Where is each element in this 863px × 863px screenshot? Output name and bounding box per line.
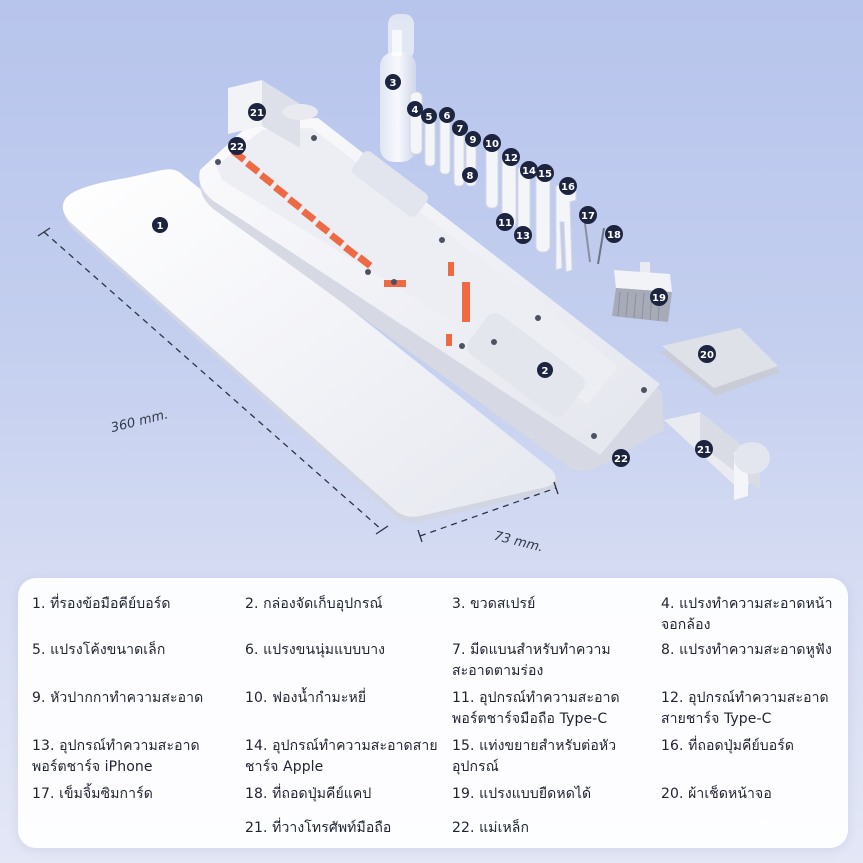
legend-item-11: 11. อุปกรณ์ทำความสะอาดพอร์ตชาร์จมือถือ T… bbox=[452, 690, 620, 727]
badge-19: 19 bbox=[650, 288, 668, 306]
phone-stand-top bbox=[228, 80, 318, 148]
svg-text:2: 2 bbox=[542, 366, 549, 377]
phone-stand-bottom bbox=[664, 412, 770, 500]
legend-item-8: 8. แปรงทำความสะอาดหูฟัง bbox=[661, 642, 832, 658]
legend-item-17: 17. เข็มจิ้มซิมการ์ด bbox=[32, 786, 153, 802]
badge-10: 10 bbox=[483, 134, 501, 152]
svg-text:1: 1 bbox=[157, 221, 164, 232]
legend-item-16: 16. ที่ถอดปุ่มคีย์บอร์ด bbox=[661, 738, 795, 754]
badge-18: 18 bbox=[605, 225, 623, 243]
svg-text:11: 11 bbox=[498, 218, 512, 229]
svg-text:8: 8 bbox=[467, 171, 474, 182]
legend-item-7: 7. มีดแบนสำหรับทำความสะอาดตามร่อง bbox=[452, 642, 611, 679]
width-dimension-label: 73 mm. bbox=[492, 529, 544, 556]
legend-panel: 1. ที่รองข้อมือคีย์บอร์ด 2. กล่องจัดเก็บ… bbox=[18, 578, 848, 848]
svg-text:13: 13 bbox=[516, 231, 530, 242]
legend-item-20: 20. ผ้าเช็ดหน้าจอ bbox=[661, 786, 772, 802]
legend-item-15: 15. แท่งขยายสำหรับต่อหัวอุปกรณ์ bbox=[452, 738, 617, 775]
wrist-rest bbox=[62, 169, 559, 523]
legend-item-22: 22. แม่เหล็ก bbox=[452, 820, 530, 836]
svg-text:5: 5 bbox=[426, 112, 433, 123]
badge-16: 16 bbox=[559, 177, 577, 195]
badge-20: 20 bbox=[698, 345, 716, 363]
legend-item-5: 5. แปรงโค้งขนาดเล็ก bbox=[32, 642, 166, 658]
svg-text:10: 10 bbox=[485, 139, 499, 150]
dimension-lines bbox=[37, 227, 559, 543]
cleaning-cloth bbox=[660, 328, 780, 396]
badge-17: 17 bbox=[579, 206, 597, 224]
legend-item-10: 10. ฟองน้ำกำมะหยี่ bbox=[245, 690, 367, 706]
svg-text:14: 14 bbox=[522, 166, 536, 177]
svg-text:20: 20 bbox=[700, 350, 714, 361]
badge-22-bottom: 22 bbox=[612, 449, 630, 467]
svg-text:17: 17 bbox=[581, 211, 595, 222]
badge-11: 11 bbox=[496, 213, 514, 231]
badge-15: 15 bbox=[536, 164, 554, 182]
badge-2: 2 bbox=[537, 362, 553, 378]
svg-text:16: 16 bbox=[561, 182, 575, 193]
badge-8: 8 bbox=[462, 167, 478, 183]
svg-text:6: 6 bbox=[444, 111, 451, 122]
legend-item-19: 19. แปรงแบบยืดหดได้ bbox=[452, 786, 592, 802]
badge-7: 7 bbox=[452, 120, 468, 136]
badge-5: 5 bbox=[421, 108, 437, 124]
legend-item-6: 6. แปรงขนนุ่มแบบบาง bbox=[245, 642, 386, 658]
legend-item-1: 1. ที่รองข้อมือคีย์บอร์ด bbox=[32, 596, 171, 612]
badge-6: 6 bbox=[439, 107, 455, 123]
badge-12: 12 bbox=[502, 148, 520, 166]
badge-3: 3 bbox=[385, 74, 401, 90]
svg-text:21: 21 bbox=[250, 108, 264, 119]
legend-item-18: 18. ที่ถอดปุ่มคีย์แคป bbox=[245, 786, 372, 802]
product-illustration: 360 mm. 73 mm. bbox=[37, 14, 780, 556]
badge-9: 9 bbox=[465, 131, 481, 147]
svg-text:15: 15 bbox=[538, 169, 552, 180]
cleaning-tools bbox=[409, 91, 605, 273]
svg-text:3: 3 bbox=[390, 78, 397, 89]
length-dimension-label: 360 mm. bbox=[109, 407, 169, 436]
legend-item-12: 12. อุปกรณ์ทำความสะอาดสายชาร์จ Type-C bbox=[661, 690, 829, 727]
legend-item-3: 3. ขวดสเปรย์ bbox=[452, 596, 536, 612]
svg-text:12: 12 bbox=[504, 153, 518, 164]
legend-item-14: 14. อุปกรณ์ทำความสะอาดสายชาร์จ Apple bbox=[245, 738, 438, 775]
legend-item-21: 21. ที่วางโทรศัพท์มือถือ bbox=[245, 820, 392, 836]
svg-text:21: 21 bbox=[697, 445, 711, 456]
legend-item-9: 9. หัวปากกาทำความสะอาด bbox=[32, 690, 204, 706]
badge-21-top: 21 bbox=[248, 103, 266, 121]
svg-text:7: 7 bbox=[457, 124, 464, 135]
number-badges: 1 2 3 4 5 6 7 8 9 10 11 12 13 14 15 16 1… bbox=[152, 74, 716, 467]
svg-text:4: 4 bbox=[412, 105, 419, 116]
badge-4: 4 bbox=[407, 101, 423, 117]
legend-item-2: 2. กล่องจัดเก็บอุปกรณ์ bbox=[245, 596, 383, 612]
badge-14: 14 bbox=[520, 161, 538, 179]
svg-text:9: 9 bbox=[470, 135, 477, 146]
badge-13: 13 bbox=[514, 226, 532, 244]
svg-text:18: 18 bbox=[607, 230, 621, 241]
legend-item-13: 13. อุปกรณ์ทำความสะอาดพอร์ตชาร์จ iPhone bbox=[32, 738, 200, 775]
svg-text:22: 22 bbox=[614, 454, 628, 465]
legend-item-4: 4. แปรงทำความสะอาดหน้าจอกล้อง bbox=[661, 596, 833, 633]
badge-1: 1 bbox=[152, 217, 168, 233]
svg-text:22: 22 bbox=[230, 142, 244, 153]
badge-22-top: 22 bbox=[228, 137, 246, 155]
badge-21-bottom: 21 bbox=[695, 440, 713, 458]
svg-text:19: 19 bbox=[652, 293, 666, 304]
